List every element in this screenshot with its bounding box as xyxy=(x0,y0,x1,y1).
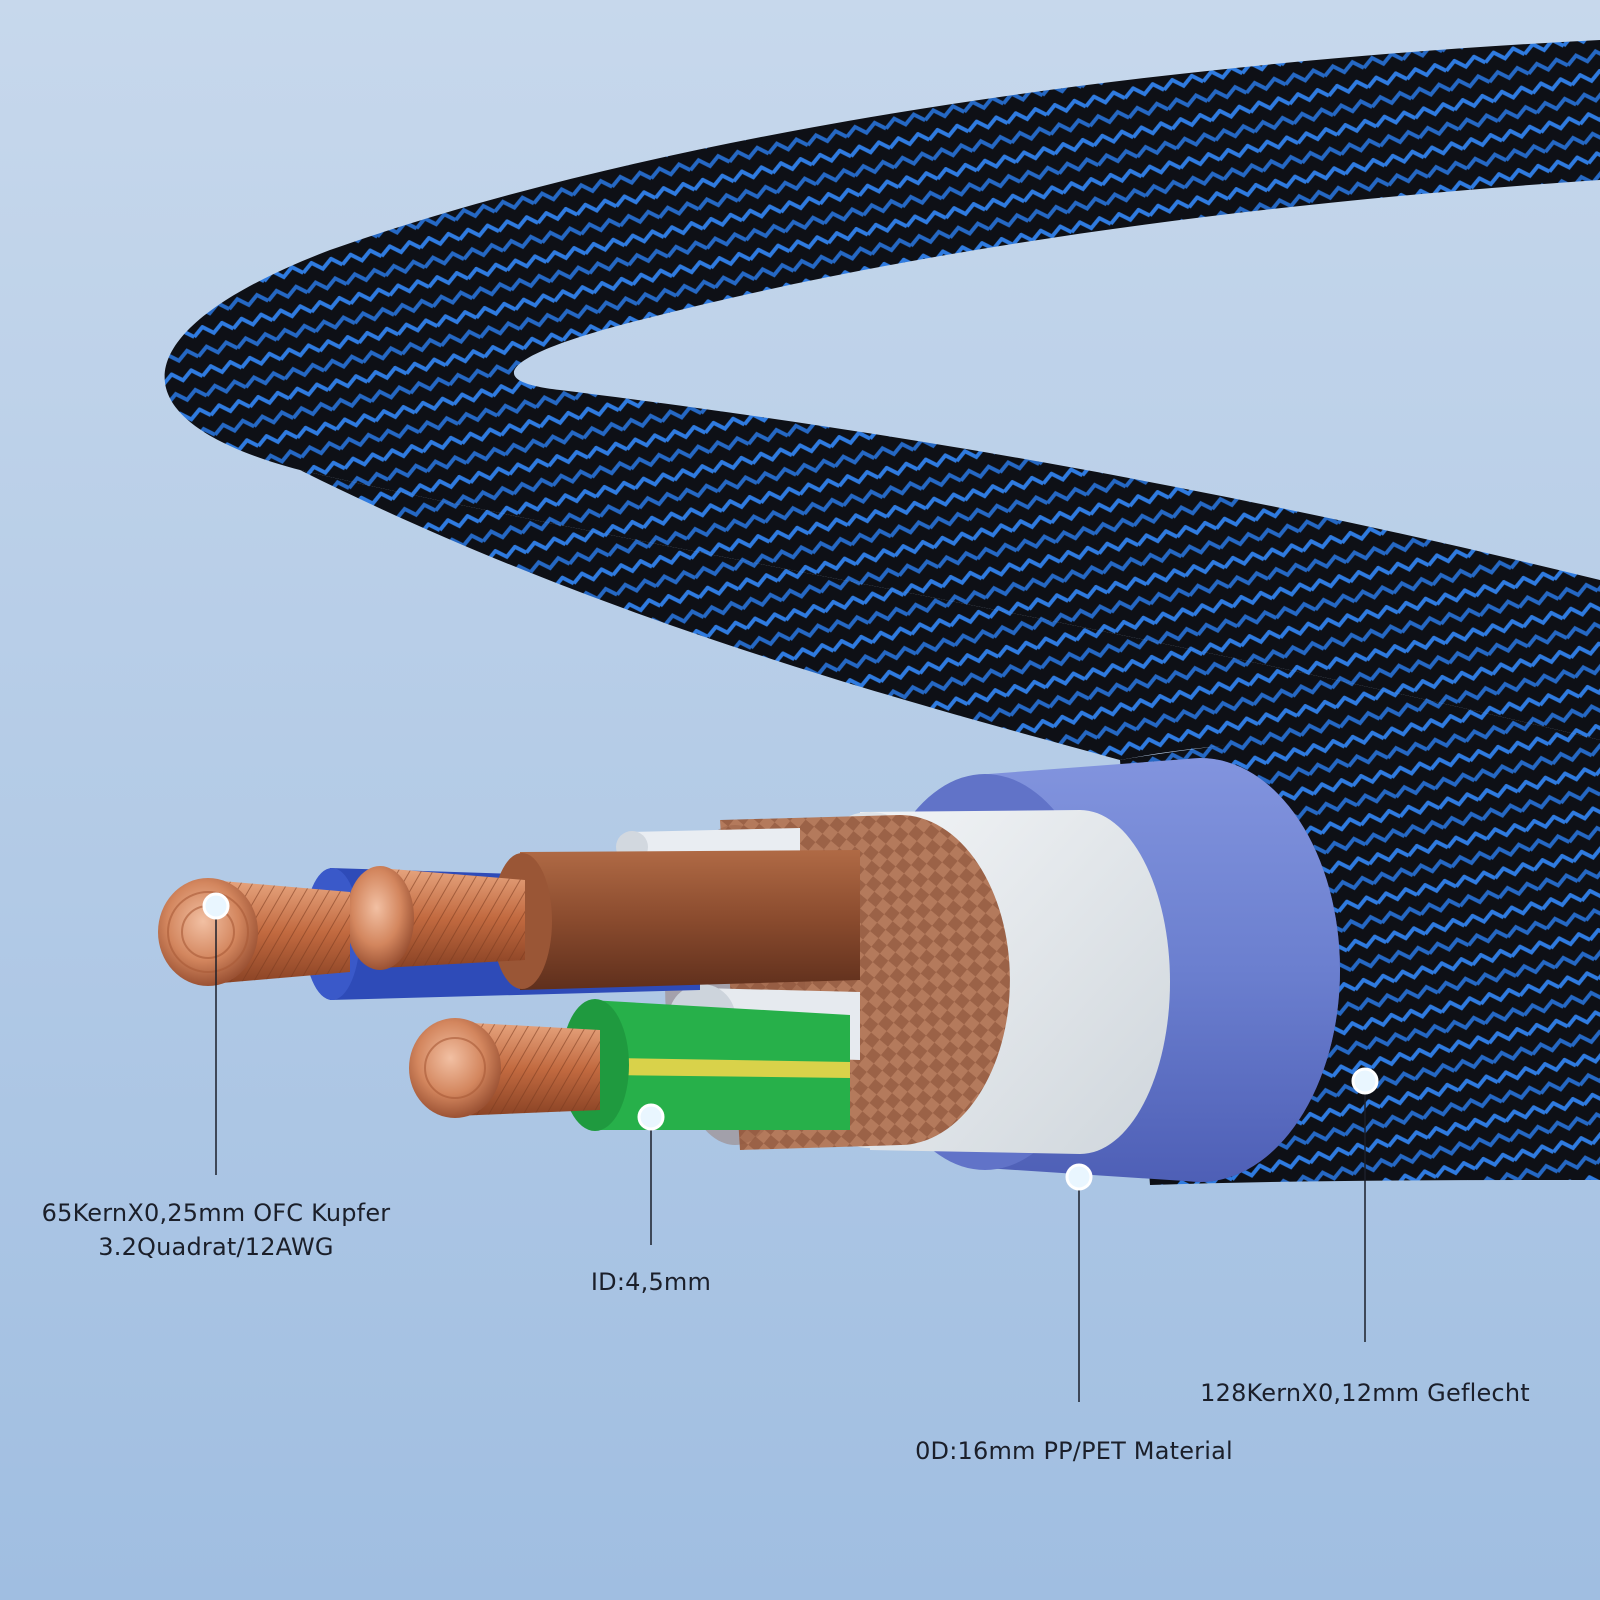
marker-outer-diameter xyxy=(1065,1163,1093,1191)
main-copper-conductor xyxy=(158,878,350,986)
braid-callout: 128KernX0,12mm Geflecht xyxy=(1200,1379,1530,1407)
marker-inner-diameter xyxy=(637,1103,665,1131)
brown-conductor xyxy=(346,850,860,990)
ground-conductor xyxy=(409,999,850,1131)
conductor-spec-line1: 65KernX0,25mm OFC Kupfer xyxy=(41,1199,391,1227)
conductor-callout: 65KernX0,25mm OFC Kupfer 3.2Quadrat/12AW… xyxy=(40,1196,392,1264)
inner-diameter-callout: ID:4,5mm xyxy=(590,1268,712,1296)
outer-diameter-callout: 0D:16mm PP/PET Material xyxy=(915,1437,1233,1465)
callout-leaders xyxy=(215,906,1366,1402)
callout-markers xyxy=(202,892,1379,1191)
marker-conductor xyxy=(202,892,230,920)
conductor-spec-line2: 3.2Quadrat/12AWG xyxy=(98,1233,334,1261)
marker-braid xyxy=(1351,1067,1379,1095)
